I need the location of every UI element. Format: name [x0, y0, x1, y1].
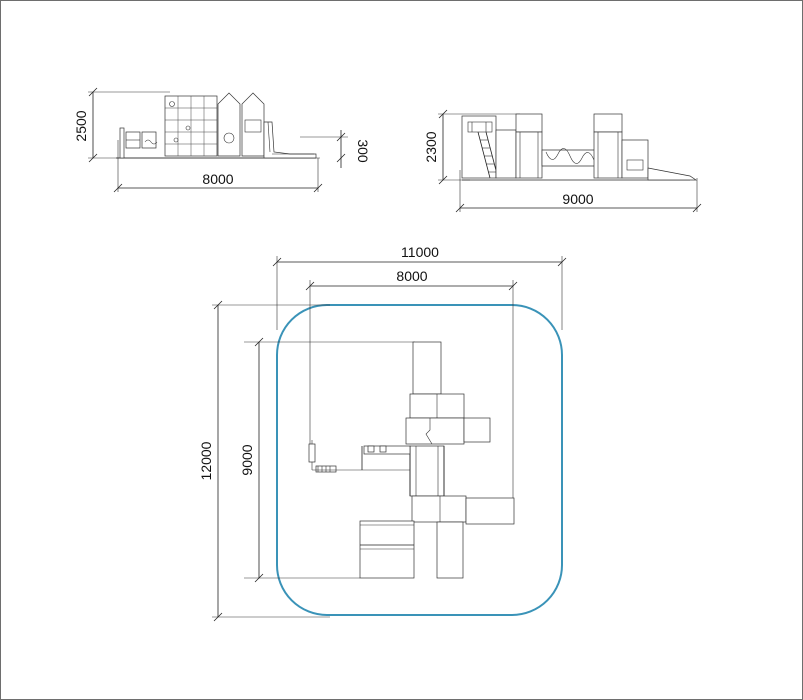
slide-right-upper	[463, 417, 491, 443]
dimension-label: 8000	[202, 171, 233, 187]
side-elevation-view-a: 2500 300 8000	[73, 87, 371, 193]
dimension-label: 8000	[396, 268, 427, 284]
safety-zone-outline	[276, 304, 563, 616]
slide-right-lower	[465, 497, 515, 525]
slide-top	[412, 341, 442, 395]
dimension-label: 2300	[423, 131, 439, 162]
dimension-label: 2500	[73, 110, 89, 141]
side-elevation-view-b: 2300 9000	[423, 109, 702, 213]
dimension-label: 9000	[239, 444, 255, 475]
dimension-label: 300	[355, 139, 371, 163]
dimension-label: 11000	[401, 244, 439, 260]
dimension-label: 12000	[198, 441, 214, 480]
slide-bottom	[436, 521, 464, 579]
dimension-label: 9000	[562, 191, 593, 207]
climbing-frame	[359, 520, 415, 579]
plan-view: 11000 8000 12000 9000	[198, 244, 567, 622]
